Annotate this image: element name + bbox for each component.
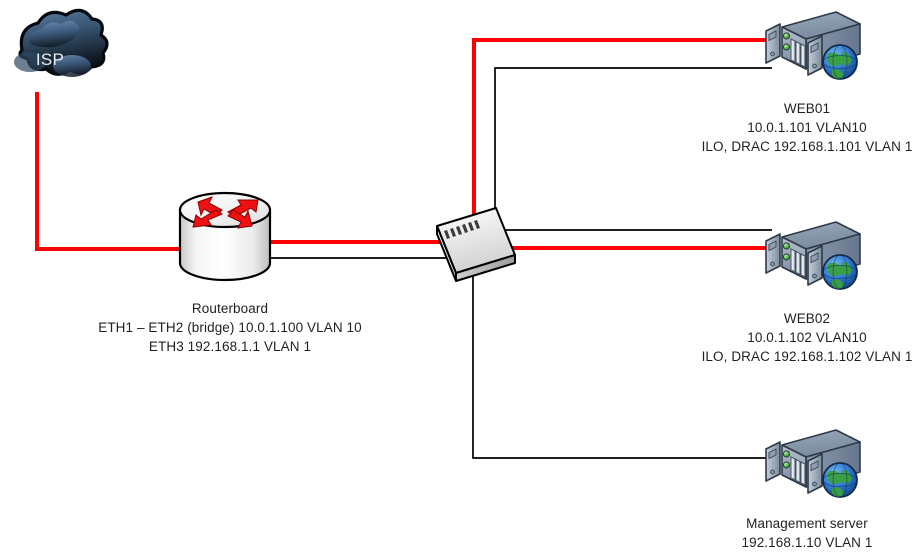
data-links [35,38,772,251]
router-arrows-icon [192,196,259,229]
web02-server-icon[interactable] [765,221,861,290]
switch-ports-icon [444,220,480,239]
switch-icon[interactable] [436,207,516,282]
link-layer [35,38,772,459]
web01-server-icon[interactable] [765,11,861,80]
link-switch-web01-mgmt [494,67,772,230]
web02-name: WEB02 [783,311,831,326]
web01-label: WEB01 10.0.1.101 VLAN10 ILO, DRAC 192.16… [700,99,914,156]
routerboard-icon[interactable] [178,191,272,282]
web02-label: WEB02 10.0.1.102 VLAN10 ILO, DRAC 192.16… [700,309,914,366]
management-server-label: Management server 192.168.1.10 VLAN 1 [700,514,914,552]
management-server-line2: 192.168.1.10 VLAN 1 [741,535,873,550]
routerboard-name: Routerboard [191,301,269,316]
link-switch-mgmt-server [472,258,772,459]
routerboard-line2: ETH1 – ETH2 (bridge) 10.0.1.100 VLAN 10 [98,320,362,335]
web02-line2: 10.0.1.102 VLAN10 [747,330,867,345]
web01-line2: 10.0.1.101 VLAN10 [747,120,867,135]
routerboard-line3: ETH3 192.168.1.1 VLAN 1 [148,339,312,354]
management-server-name: Management server [746,516,868,531]
link-isp-router [35,92,190,251]
isp-cloud-icon[interactable] [14,8,109,77]
web01-line3: ILO, DRAC 192.168.1.101 VLAN 1 [701,139,913,154]
web02-line3: ILO, DRAC 192.168.1.102 VLAN 1 [701,349,913,364]
management-server-icon[interactable] [765,429,861,498]
web01-name: WEB01 [783,101,831,116]
management-links [268,67,772,459]
routerboard-label: Routerboard ETH1 – ETH2 (bridge) 10.0.1.… [60,299,400,356]
link-switch-web01-data [472,38,772,242]
